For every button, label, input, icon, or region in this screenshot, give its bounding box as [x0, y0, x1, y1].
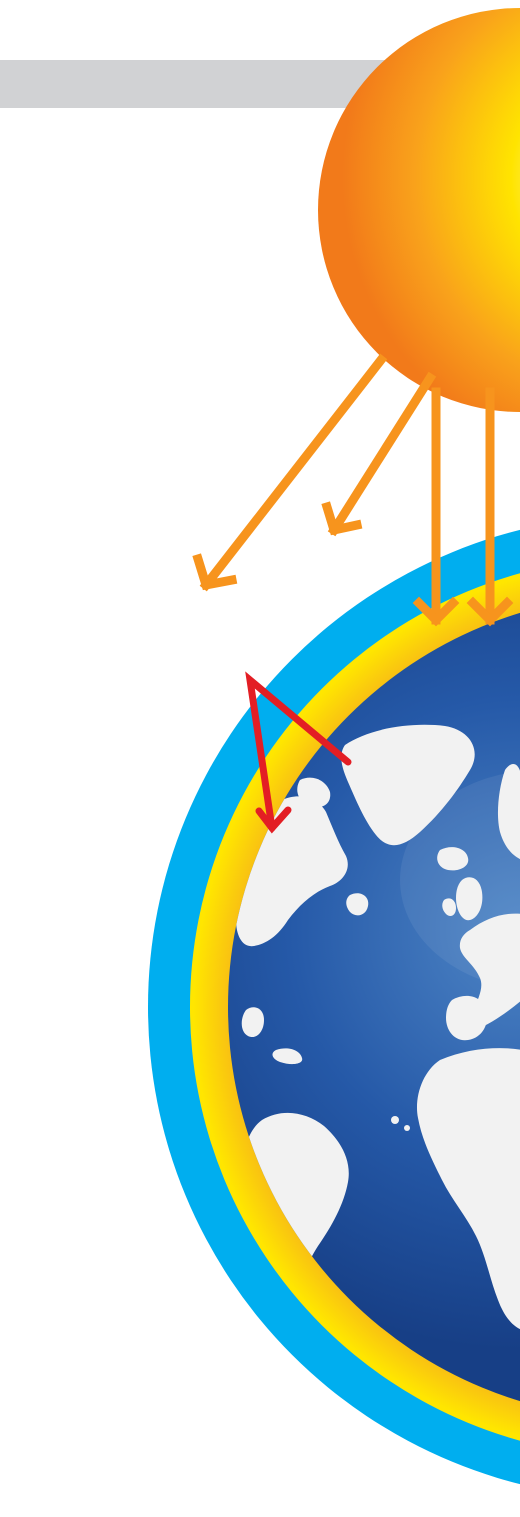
incoming-radiation-arrows: [192, 353, 514, 627]
atmosphere-label: گازهای گلخانه‌ای: [79, 762, 128, 1107]
earth-globe-icon: [228, 612, 520, 1402]
incoming-arrow-2: [321, 371, 437, 537]
incoming-arrow-1: [192, 353, 388, 592]
reflected-radiation-arrow: [245, 671, 352, 834]
incoming-arrow-3: [412, 387, 460, 627]
incoming-arrow-4: [466, 387, 514, 627]
sun-icon: [318, 8, 520, 412]
